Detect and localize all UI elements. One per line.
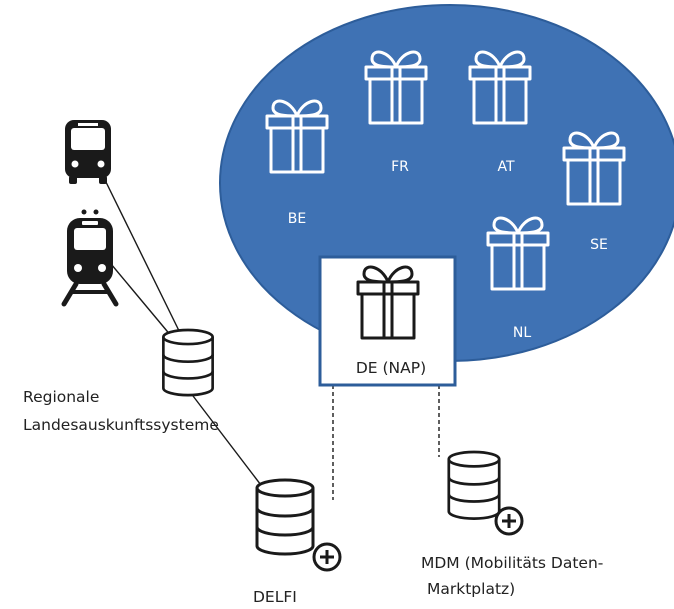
gift-fr: FR — [364, 50, 428, 175]
de-nap-label: DE (NAP) — [356, 359, 426, 377]
delfi-database: DELFI — [253, 478, 342, 606]
database-icon — [447, 450, 501, 520]
mdm-label-line2: Marktplatz) — [427, 580, 515, 598]
database-icon — [255, 478, 315, 556]
country-label-at: AT — [497, 159, 514, 175]
nap-dashed-lines — [332, 385, 440, 500]
gift-be: BE — [265, 99, 329, 227]
delfi-label: DELFI — [253, 588, 297, 606]
regional-label-line1: Regionale — [23, 388, 99, 406]
country-label-nl: NL — [513, 325, 531, 341]
gift-at: AT — [468, 50, 532, 175]
regional-label-line2: Landesauskunftssysteme — [23, 416, 219, 434]
train-icon — [61, 209, 119, 307]
plus-badge-icon — [312, 542, 342, 572]
gift-nl: NL — [486, 216, 550, 341]
mdm-label-line1: MDM (Mobilitäts Daten- — [421, 554, 603, 572]
country-label-fr: FR — [391, 159, 409, 175]
country-label-se: SE — [590, 237, 608, 253]
mdm-database: MDM (Mobilitäts Daten- Marktplatz) — [421, 450, 603, 598]
bus-icon — [65, 120, 111, 184]
plus-badge-icon — [494, 506, 524, 536]
database-icon — [162, 328, 214, 397]
regional-database: Regionale Landesauskunftssysteme — [23, 328, 219, 434]
de-nap-box: DE (NAP) — [318, 255, 457, 387]
country-label-be: BE — [288, 211, 306, 227]
gift-se: SE — [562, 131, 626, 253]
